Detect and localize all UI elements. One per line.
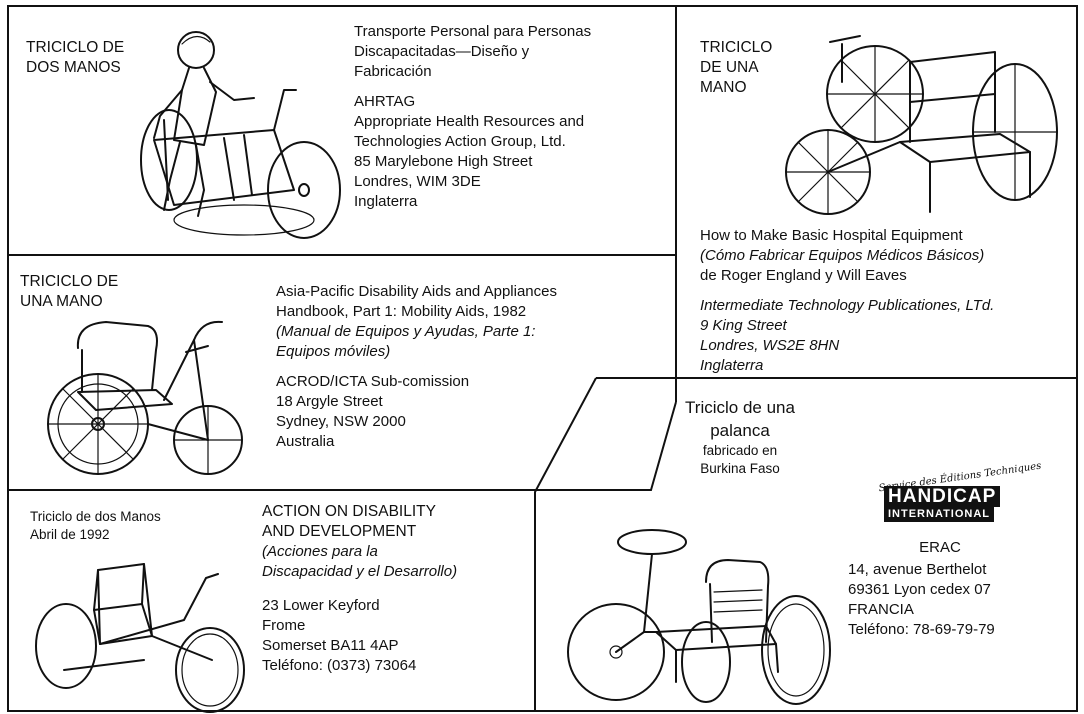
outer-border [7, 5, 1078, 712]
book-authors: de Roger England y Will Eaves [700, 267, 907, 284]
label-line: DOS MANOS [26, 59, 121, 76]
handicap-international-logo: Service des Éditions Techniques HANDICAP… [866, 461, 1042, 532]
front-wheel [567, 603, 665, 701]
tricycle-label-one-hand-2: TRICICLO DE UNA MANO [20, 272, 118, 312]
divider-middle-left [8, 401, 677, 491]
label-line: DE UNA [700, 59, 759, 76]
book-title-line: Discapacitadas—Diseño y [354, 43, 530, 60]
publisher-line: Intermediate Technology Publicationes, L… [700, 297, 995, 314]
book-title: How to Make Basic Hospital Equipment [700, 227, 963, 244]
lever-tricycle-illustration [567, 529, 831, 705]
publisher-line: Inglaterra [700, 357, 764, 374]
org-title-line: ACTION ON DISABILITY [262, 503, 436, 520]
publisher-line: Londres, WS2E 8HN [700, 337, 840, 354]
address-line: FRANCIA [848, 601, 914, 618]
org-title-spanish-line: Discapacidad y el Desarrollo) [262, 563, 458, 580]
address-line: 69361 Lyon cedex 07 [848, 581, 991, 598]
book-title-line: Transporte Personal para Personas [354, 23, 592, 40]
steering-wheel [617, 529, 687, 555]
tricycle-two-hands-illustration [140, 31, 341, 239]
rear-wheel [140, 109, 198, 211]
label-line: TRICICLO [700, 39, 773, 56]
lever-tricycle-label: Triciclo de una palanca fabricado en Bur… [650, 396, 830, 478]
book-title-line: Fabricación [354, 63, 432, 80]
front-wheel [175, 627, 245, 713]
label-line: TRICICLO DE [26, 39, 125, 56]
tricycle-two-hands-1992-illustration [35, 563, 245, 713]
label-line: MANO [700, 79, 747, 96]
org-line: AHRTAG [354, 93, 416, 110]
book-title-spanish-line: Equipos móviles) [276, 343, 391, 360]
address-line: 14, avenue Berthelot [848, 561, 987, 578]
address-line: Teléfono: (0373) 73064 [262, 657, 417, 674]
book-title-line: Handbook, Part 1: Mobility Aids, 1982 [276, 303, 527, 320]
floor-shadow [173, 204, 315, 236]
divider-bottom-right-diag [534, 377, 597, 711]
rear-wheel-right [761, 595, 831, 705]
logo-word-international: INTERNATIONAL [884, 507, 995, 522]
left-wheel [35, 603, 97, 689]
org-line: ACROD/ICTA Sub-comission [276, 373, 470, 390]
rear-wheel-left [681, 621, 731, 703]
org-line: 85 Marylebone High Street [354, 153, 533, 170]
org-title-spanish-line: (Acciones para la [262, 543, 378, 560]
org-name: ERAC [919, 539, 961, 556]
label-line: fabricado en [702, 443, 778, 458]
org-line: 18 Argyle Street [276, 393, 383, 410]
label-line: TRICICLO DE [20, 273, 119, 290]
asia-pacific-block: Asia-Pacific Disability Aids and Applian… [276, 282, 557, 452]
label-line: UNA MANO [20, 293, 103, 310]
book-title-spanish: (Cómo Fabricar Equipos Médicos Básicos) [700, 247, 985, 264]
book-title-spanish-line: (Manual de Equipos y Ayudas, Parte 1: [276, 323, 536, 340]
org-line: Appropriate Health Resources and [354, 113, 585, 130]
label-line: Burkina Faso [700, 461, 780, 476]
org-line: Inglaterra [354, 193, 418, 210]
org-line: Australia [276, 433, 335, 450]
address-line: 23 Lower Keyford [262, 597, 380, 614]
logo-word: HANDICAP [884, 486, 1001, 507]
tricycle-one-hand-illustration [785, 35, 1058, 215]
book-title-line: Asia-Pacific Disability Aids and Applian… [276, 283, 557, 300]
erac-address-block: 14, avenue Berthelot 69361 Lyon cedex 07… [848, 560, 995, 640]
person-head [177, 31, 215, 69]
tricycle-label-two-hands: TRICICLO DE DOS MANOS [26, 38, 124, 78]
front-wheel [267, 141, 341, 239]
org-line: Londres, WIM 3DE [354, 173, 481, 190]
label-line: Abril de 1992 [30, 527, 110, 542]
ahrtag-block: Transporte Personal para Personas Discap… [354, 22, 591, 212]
erac-name: ERAC [890, 538, 990, 558]
address-line: Somerset BA11 4AP [262, 637, 399, 654]
publisher-line: 9 King Street [700, 317, 787, 334]
address-line: Teléfono: 78-69-79-79 [848, 621, 995, 638]
org-line: Sydney, NSW 2000 [276, 413, 406, 430]
tricycle-one-hand-illustration-2 [47, 320, 243, 475]
label-line: Triciclo de dos Manos [30, 509, 161, 524]
org-line: Technologies Action Group, Ltd. [354, 133, 566, 150]
address-line: Frome [262, 617, 306, 634]
org-title-line: AND DEVELOPMENT [262, 523, 417, 540]
label-line: Triciclo de una [685, 398, 795, 417]
label-line: palanca [710, 421, 770, 440]
tricycle-label-two-hands-1992: Triciclo de dos Manos Abril de 1992 [30, 508, 161, 544]
action-on-disability-block: ACTION ON DISABILITY AND DEVELOPMENT (Ac… [262, 502, 457, 676]
hospital-equipment-block: How to Make Basic Hospital Equipment (Có… [700, 226, 994, 376]
tricycle-label-one-hand: TRICICLO DE UNA MANO [700, 38, 772, 98]
